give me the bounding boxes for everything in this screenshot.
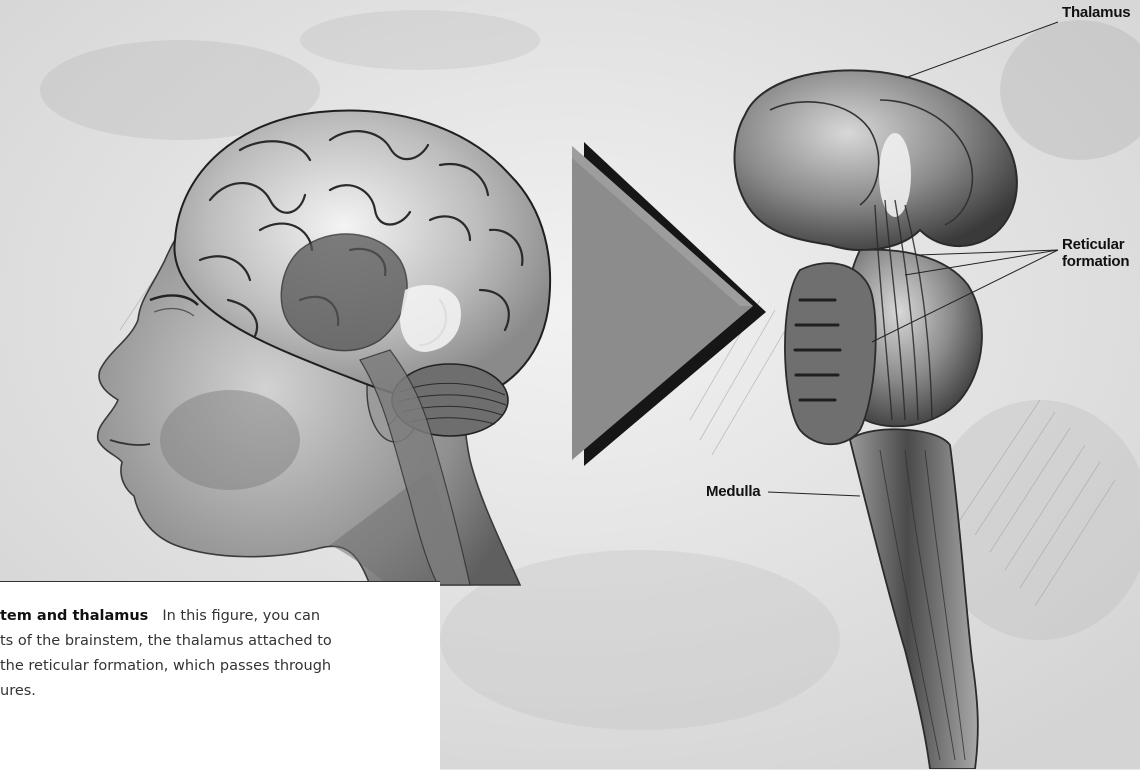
caption-line-2-text: ts of the brainstem, the thalamus attach…: [0, 633, 332, 649]
figure-caption: tem and thalamusIn this figure, you can …: [0, 581, 440, 770]
caption-line-2: ts of the brainstem, the thalamus attach…: [0, 629, 440, 654]
label-medulla: Medulla: [706, 483, 760, 500]
caption-line-1: tem and thalamus In this figure, you can: [0, 604, 440, 629]
label-thalamus: Thalamus: [1062, 4, 1130, 21]
caption-line-4-text: ures.: [0, 683, 36, 699]
label-reticular-text: Reticular formation: [1062, 236, 1129, 270]
caption-text: tem and thalamusIn this figure, you can …: [0, 604, 440, 704]
caption-line-3-text: the reticular formation, which passes th…: [0, 658, 331, 674]
caption-title: tem and thalamus: [0, 608, 148, 624]
caption-line-1-text: In this figure, you can: [162, 608, 320, 624]
caption-line-4: ures.: [0, 679, 440, 704]
label-reticular-formation: Reticular formation: [1062, 236, 1140, 270]
caption-line-3: the reticular formation, which passes th…: [0, 654, 440, 679]
